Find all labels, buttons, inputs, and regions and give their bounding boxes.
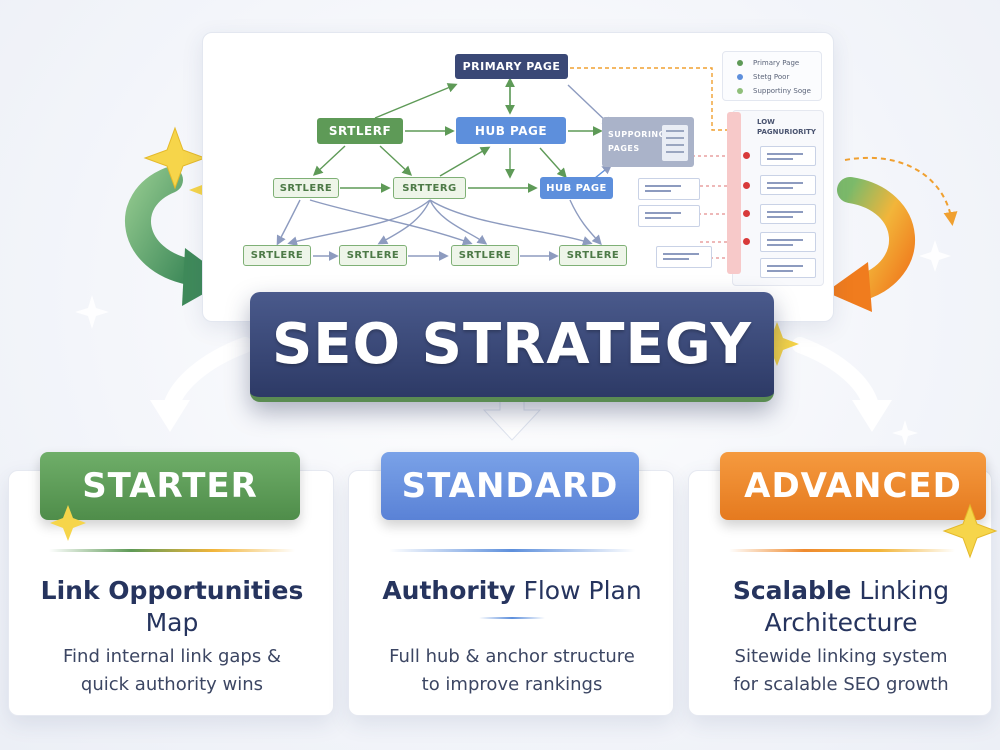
legend-label: Primary Page — [753, 59, 800, 67]
node-supporting-pages: SUPPORING PAGES — [602, 117, 694, 167]
tier-desc-line2: quick authority wins — [80, 674, 264, 695]
supporting-card-1 — [638, 178, 700, 200]
tier-desc-line1: Full hub & anchor structure — [389, 646, 635, 667]
banner-title: SEO STRATEGY — [271, 312, 753, 377]
supporting-label-line1: SUPPORING — [608, 130, 666, 139]
priority-title-line1: LOW — [757, 118, 775, 126]
legend-item-1: Primary Page — [723, 56, 821, 70]
tier-title-bold: Scalable — [732, 576, 852, 605]
accent-line — [49, 549, 295, 552]
supporting-label-line2: PAGES — [608, 144, 640, 153]
legend-label: Stetg Poor — [753, 73, 790, 81]
legend-dot-icon — [737, 88, 743, 94]
supporting-card-3 — [656, 246, 712, 268]
priority-title-line2: PAGNURIORITY — [757, 128, 816, 136]
tier-desc-line1: Sitewide linking system — [734, 646, 948, 667]
legend-dot-icon — [737, 60, 743, 66]
node-starter-bottom-2: SRTLERE — [339, 245, 407, 266]
priority-bar — [727, 112, 741, 274]
legend-item-3: Supportiny Soge — [723, 84, 821, 98]
title-underline — [479, 617, 545, 619]
priority-dot — [743, 210, 750, 217]
right-swoosh-arrow — [826, 156, 958, 312]
tier-desc-line2: for scalable SEO growth — [733, 674, 949, 695]
legend-label: Supportiny Soge — [753, 87, 811, 95]
accent-line — [729, 549, 955, 552]
priority-dot — [743, 238, 750, 245]
node-starter-bottom-3: SRTLERE — [451, 245, 519, 266]
node-hub-page-top: HUB PAGE — [456, 117, 566, 144]
priority-title: LOW PAGNURIORITY — [757, 117, 816, 137]
priority-dot — [743, 182, 750, 189]
legend: Primary Page Stetg Poor Supportiny Soge — [722, 51, 822, 101]
node-starter-bottom-4: SRTLERE — [559, 245, 627, 266]
tier-title-bold: Authority — [382, 576, 516, 605]
node-starter-mid-left: SRTLERE — [273, 178, 339, 198]
node-starter-bottom-1: SRTLERE — [243, 245, 311, 266]
priority-card-3 — [760, 204, 816, 224]
tier-title-rest: Flow Plan — [515, 576, 642, 605]
priority-dot — [743, 152, 750, 159]
tier-title: Authority Flow Plan — [349, 575, 675, 607]
legend-item-2: Stetg Poor — [723, 70, 821, 84]
node-starter-mid-center: SRTTERG — [393, 177, 466, 199]
priority-card-1 — [760, 146, 816, 166]
badge-starter: STARTER — [40, 452, 300, 520]
priority-card-5 — [760, 258, 816, 278]
branch-arrow-right-head — [852, 400, 892, 432]
tier-title: Link Opportunities — [9, 575, 335, 607]
document-icon — [662, 125, 688, 161]
tier-title: Scalable Linking — [689, 575, 993, 607]
node-starter-solid: SRTLERF — [317, 118, 403, 144]
tier-title-rest: Linking — [851, 576, 950, 605]
badge-advanced: ADVANCED — [720, 452, 986, 520]
node-hub-page-mid: HUB PAGE — [540, 177, 613, 199]
node-primary-page: PRIMARY PAGE — [455, 54, 568, 79]
priority-card-2 — [760, 175, 816, 195]
tier-title-bold: Link Opportunities — [40, 576, 304, 605]
priority-card-4 — [760, 232, 816, 252]
tier-title-line2: Architecture — [689, 607, 993, 639]
tier-desc-line2: to improve rankings — [421, 674, 603, 695]
badge-standard: STANDARD — [381, 452, 639, 520]
supporting-card-2 — [638, 205, 700, 227]
branch-arrow-left-head — [150, 400, 190, 432]
tier-title-rest: Map — [145, 608, 199, 637]
tier-title-line2: Map — [9, 607, 335, 639]
tier-desc-line1: Find internal link gaps & — [63, 646, 281, 667]
seo-strategy-banner: SEO STRATEGY — [250, 292, 774, 402]
tier-title-line2-text: Architecture — [764, 608, 918, 637]
accent-line — [389, 549, 635, 552]
legend-dot-icon — [737, 74, 743, 80]
